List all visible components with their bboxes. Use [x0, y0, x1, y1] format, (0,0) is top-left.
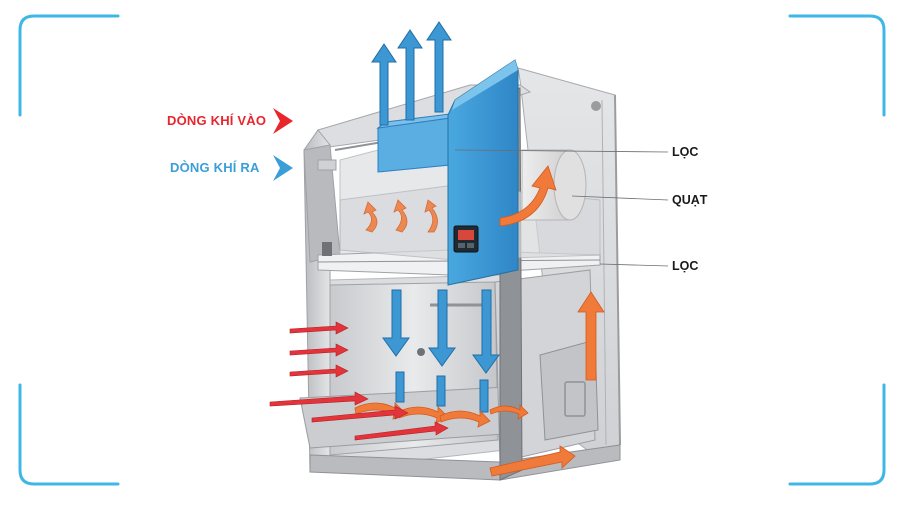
chevron-right-icon	[273, 155, 293, 181]
legend-airflow-out: DÒNG KHÍ RA	[170, 160, 260, 175]
downflow-arrow-2	[428, 289, 456, 367]
legend-airflow-in: DÒNG KHÍ VÀO	[167, 113, 267, 128]
leader-fan	[571, 195, 669, 201]
inflow-arrow-3	[289, 364, 349, 378]
callout-leaders	[454, 149, 669, 267]
corner-bottom-left	[18, 383, 120, 486]
recirculation-arrows	[354, 165, 605, 477]
leader-filter-top	[454, 149, 669, 153]
callout-filter-bottom: LỌC	[672, 259, 699, 273]
corner-top-right	[788, 14, 886, 117]
inflow-arrow-1	[289, 321, 349, 335]
downflow-arrow-1	[382, 289, 410, 357]
fan-curve-arrow	[499, 165, 557, 227]
base-arrow	[489, 445, 576, 477]
exhaust-arrow-1	[371, 43, 397, 126]
callout-filter-top: LỌC	[672, 145, 699, 159]
inflow-arrow-2	[289, 343, 349, 357]
chevron-right-icon	[273, 108, 293, 134]
corner-frame	[18, 14, 886, 486]
callout-fan: QUẠT	[672, 193, 708, 207]
corner-top-left	[18, 14, 120, 117]
leader-filter-bottom	[599, 263, 669, 267]
downflow-arrows	[382, 289, 500, 413]
inflow-arrow-5	[311, 405, 409, 423]
rear-up-arrow	[577, 291, 605, 381]
top-filter-box	[376, 112, 459, 173]
inflow-arrow-6	[354, 421, 449, 441]
inflow-arrow-4	[269, 391, 369, 407]
exhaust-arrow-3	[426, 21, 452, 113]
exhaust-arrows	[371, 21, 452, 126]
exhaust-arrow-2	[397, 29, 423, 121]
downflow-arrow-3	[472, 289, 500, 374]
inflow-arrows	[269, 321, 449, 441]
corner-bottom-right	[788, 383, 886, 486]
front-control-panel	[447, 59, 519, 286]
